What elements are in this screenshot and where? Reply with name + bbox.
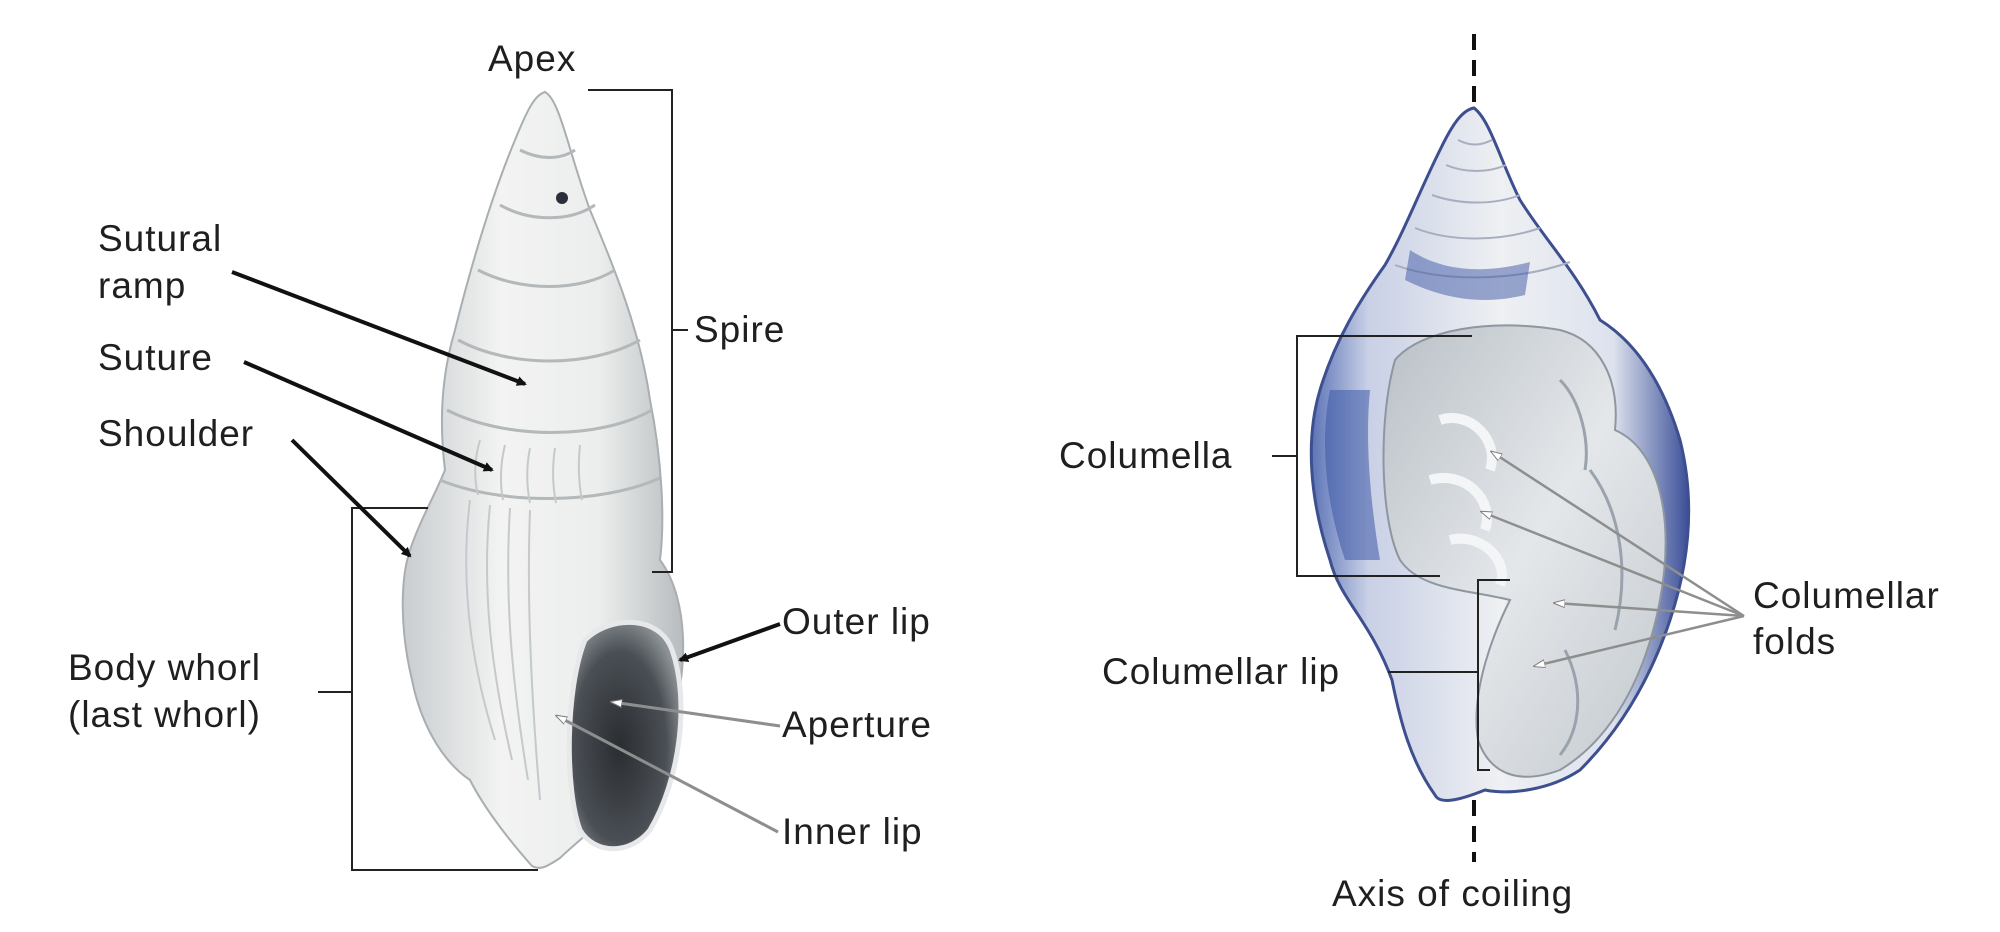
left-shell-whorl-lines <box>439 148 661 500</box>
columella-bracket <box>1272 335 1472 577</box>
body-whorl-bracket <box>318 507 538 871</box>
label-spire: Spire <box>694 309 785 350</box>
label-apex: Apex <box>488 38 576 79</box>
inner-lip-arrow <box>557 716 779 834</box>
right-shell-blue-band <box>1325 390 1380 560</box>
black-arrows <box>231 270 781 662</box>
columellar-folds-arrows <box>1482 452 1745 666</box>
spire-bracket <box>588 89 688 573</box>
left-shell-spot <box>556 192 568 204</box>
grey-arrows-left <box>557 702 781 834</box>
label-columellar-lip: Columellar lip <box>1102 651 1340 692</box>
suture-arrow <box>243 360 494 472</box>
label-columellar-folds-line1: Columellar <box>1753 575 1940 616</box>
outer-lip-arrow <box>678 622 781 662</box>
label-body-whorl-line1: Body whorl <box>68 647 261 688</box>
label-shoulder: Shoulder <box>98 413 254 454</box>
label-columella: Columella <box>1059 435 1233 476</box>
shoulder-arrow <box>290 438 412 558</box>
left-shell-illustration <box>401 90 685 869</box>
left-shell-ribs <box>465 439 583 801</box>
label-aperture: Aperture <box>782 704 932 745</box>
label-inner-lip: Inner lip <box>782 811 923 852</box>
label-sutural-ramp-line2: ramp <box>98 265 186 306</box>
label-body-whorl-line2: (last whorl) <box>68 694 261 735</box>
right-shell-blue-band-upper <box>1405 250 1530 300</box>
label-suture: Suture <box>98 337 213 378</box>
label-columellar-folds-line2: folds <box>1753 621 1836 662</box>
right-shell-illustration <box>1309 106 1691 802</box>
label-sutural-ramp-line1: Sutural <box>98 218 222 259</box>
label-outer-lip: Outer lip <box>782 601 931 642</box>
label-axis-of-coiling: Axis of coiling <box>1332 873 1573 914</box>
sutural-ramp-arrow <box>231 270 527 386</box>
columellar-lip-bracket <box>1388 579 1510 771</box>
left-shell-aperture <box>566 619 684 852</box>
aperture-arrow <box>612 702 781 728</box>
